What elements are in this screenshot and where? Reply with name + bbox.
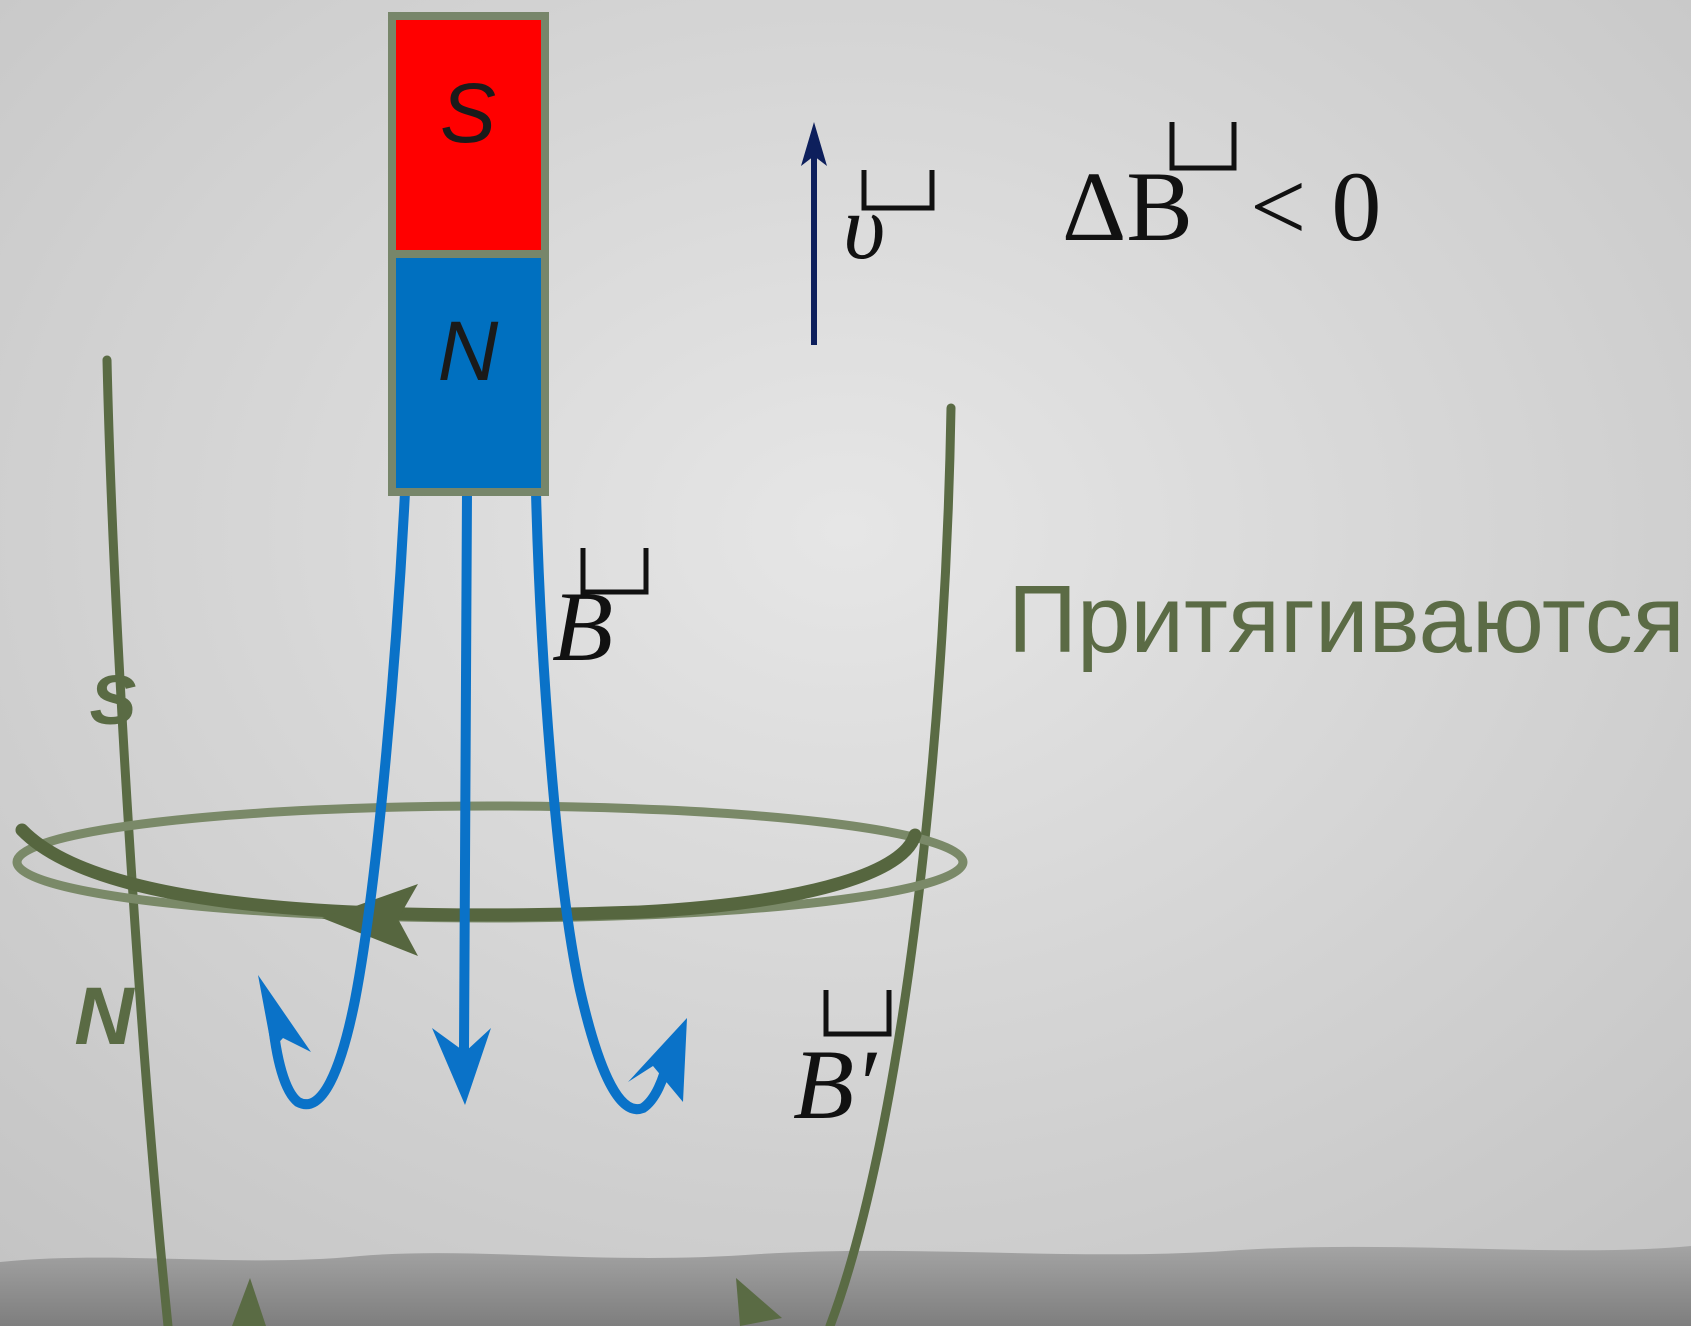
coil-upper-pole-label: S xyxy=(90,661,137,739)
magnet-bottom-pole-label: N xyxy=(438,304,499,398)
induced-field-arrowheads xyxy=(232,1278,782,1326)
arrowhead-icon xyxy=(432,1028,491,1105)
vector-hat-icon xyxy=(823,990,892,1037)
flux-change-relation: < 0 xyxy=(1250,151,1381,262)
field-line-left xyxy=(267,487,410,1110)
vector-hat-icon xyxy=(580,548,649,595)
interaction-result-text: Притягиваются xyxy=(1008,566,1685,673)
coil-ring xyxy=(12,801,968,923)
arrowhead-icon xyxy=(232,1278,266,1326)
field-arrowheads xyxy=(258,975,687,1105)
field-line-center xyxy=(459,487,472,1055)
coil-lower-pole-label: N xyxy=(74,971,135,1062)
field-line-right xyxy=(531,487,674,1115)
induced-field-line-right xyxy=(825,403,956,1326)
bar-magnet: S N xyxy=(388,12,549,496)
vector-hat-icon xyxy=(1169,122,1237,171)
induced-field-line-left xyxy=(102,355,173,1326)
magnet-top-pole-label: S xyxy=(440,66,496,160)
arrowhead-icon xyxy=(628,1018,687,1102)
coil-ring-front-edge xyxy=(15,823,922,922)
arrowhead-icon xyxy=(258,975,311,1052)
magnet-field-lines xyxy=(267,487,674,1115)
induced-field-label: B′ xyxy=(793,1029,878,1140)
velocity-arrow-icon xyxy=(801,122,827,345)
vector-hat-icon xyxy=(861,170,935,211)
arrowhead-icon xyxy=(736,1278,782,1326)
magnet-field-label: B xyxy=(552,571,613,682)
induced-field-lines xyxy=(102,355,956,1326)
magnet-north-half xyxy=(388,250,549,496)
